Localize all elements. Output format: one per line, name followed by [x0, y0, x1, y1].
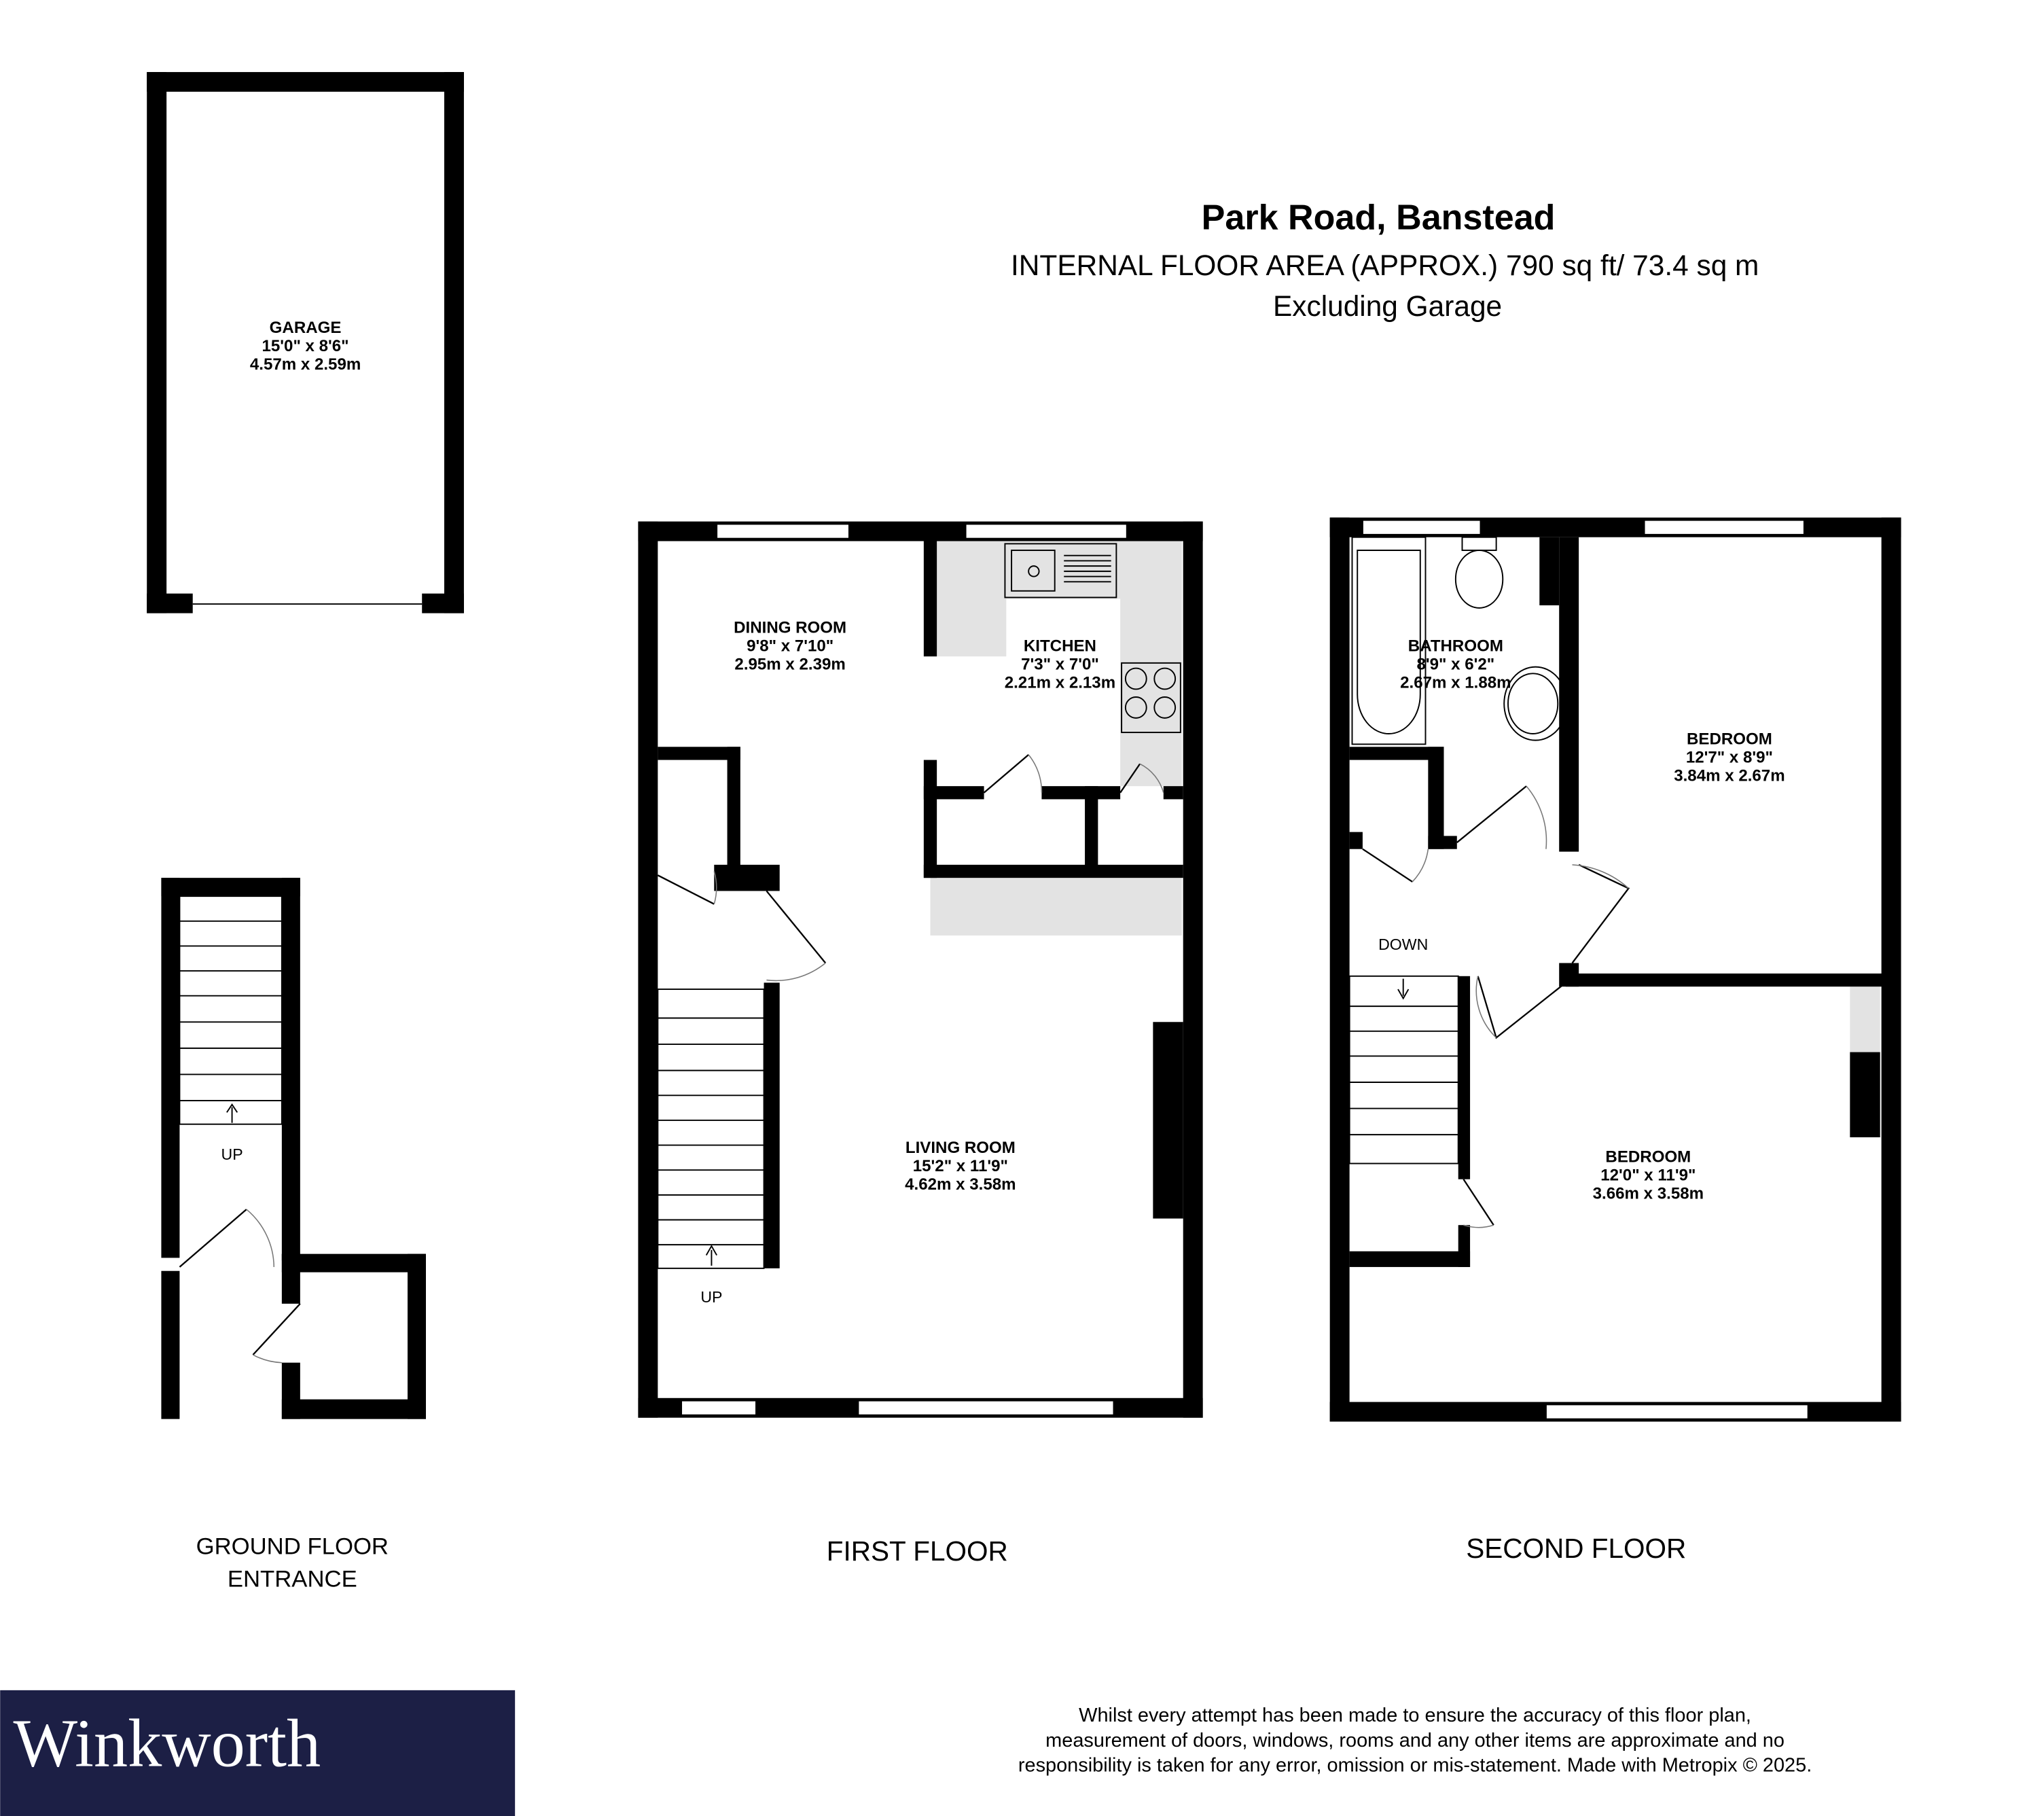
second-floor-stairs [1348, 975, 1459, 1164]
window [1545, 1404, 1809, 1420]
bathroom-label: BATHROOM [1408, 637, 1503, 656]
ground-floor-label-2: ENTRANCE [228, 1567, 357, 1592]
window [716, 523, 850, 539]
garage-label: GARAGE [270, 319, 342, 337]
kitchen-dims-metric: 2.21m x 2.13m [1005, 673, 1115, 692]
disclaimer-line-2: measurement of doors, windows, rooms and… [1045, 1730, 1785, 1751]
cupboard-door[interactable] [252, 1303, 301, 1355]
fireplace [1153, 1022, 1183, 1219]
up-arrow-icon [705, 1245, 717, 1266]
ground-floor-plan: UP GROUND FLOOR ENTRANCE [161, 878, 426, 1592]
kitchen-sink [1004, 543, 1117, 599]
kitchen-label: KITCHEN [1024, 637, 1096, 656]
disclaimer-line-1: Whilst every attempt has been made to en… [1079, 1705, 1751, 1726]
second-floor-plan: DOWN BATHROOM 8'9" x 6'2" 2.67m x 1.88m … [1329, 517, 1901, 1564]
disclaimer-line-3: responsibility is taken for any error, o… [1018, 1754, 1812, 1776]
second-floor-label: SECOND FLOOR [1466, 1533, 1686, 1564]
window [857, 1400, 1115, 1416]
dining-room-label: DINING ROOM [734, 619, 846, 637]
ground-stairs [179, 895, 283, 1125]
entrance-door[interactable] [179, 1209, 247, 1268]
bathtub [1351, 536, 1427, 745]
toilet [1454, 536, 1504, 609]
living-room-dims-imperial: 15'2" x 11'9" [913, 1157, 1008, 1175]
bedroom-1-dims-imperial: 12'7" x 8'9" [1686, 748, 1773, 766]
window [1361, 519, 1482, 535]
brand-name: Winkworth [14, 1706, 321, 1781]
ground-up-label: UP [221, 1145, 243, 1163]
area-note: Excluding Garage [1273, 290, 1502, 322]
fireplace [1850, 1052, 1880, 1137]
kitchen-dims-imperial: 7'3" x 7'0" [1021, 656, 1099, 674]
bedroom-2-dims-imperial: 12'0" x 11'9" [1600, 1167, 1696, 1185]
basin [1503, 666, 1568, 741]
dining-room-dims-metric: 2.95m x 2.39m [734, 656, 845, 674]
up-arrow-icon [226, 1103, 238, 1123]
garage-dims-imperial: 15'0" x 8'6" [262, 337, 349, 355]
first-floor-label: FIRST FLOOR [827, 1535, 1008, 1567]
property-title: Park Road, Banstead [1202, 198, 1556, 238]
first-up-label: UP [700, 1288, 722, 1306]
down-arrow-icon [1397, 978, 1410, 1000]
bedroom-2-dims-metric: 3.66m x 3.58m [1593, 1185, 1704, 1203]
first-floor-plan: UP DINING ROOM 9'8" x 7'10" 2.95m x 2.39… [638, 521, 1203, 1567]
ground-floor-label-1: GROUND FLOOR [196, 1533, 389, 1559]
kitchen-hob [1121, 662, 1181, 734]
floor-area: INTERNAL FLOOR AREA (APPROX.) 790 sq ft/… [1011, 249, 1759, 281]
window [681, 1400, 757, 1416]
winkworth-logo: Winkworth [0, 1690, 516, 1816]
bedroom-2-label: BEDROOM [1605, 1148, 1691, 1167]
bedroom-1-dims-metric: 3.84m x 2.67m [1674, 766, 1785, 785]
window [1643, 519, 1805, 535]
second-down-label: DOWN [1378, 936, 1428, 953]
dining-room-dims-imperial: 9'8" x 7'10" [747, 637, 833, 656]
bathroom-dims-metric: 2.67m x 1.88m [1400, 673, 1511, 692]
garage-dims-metric: 4.57m x 2.59m [250, 355, 361, 374]
bedroom-1-label: BEDROOM [1687, 730, 1772, 748]
first-floor-stairs [657, 989, 765, 1269]
bathroom-dims-imperial: 8'9" x 6'2" [1417, 656, 1495, 674]
living-room-dims-metric: 4.62m x 3.58m [905, 1175, 1016, 1194]
window [965, 523, 1128, 539]
living-room-label: LIVING ROOM [906, 1139, 1016, 1157]
garage-plan: GARAGE 15'0" x 8'6" 4.57m x 2.59m [147, 72, 464, 613]
